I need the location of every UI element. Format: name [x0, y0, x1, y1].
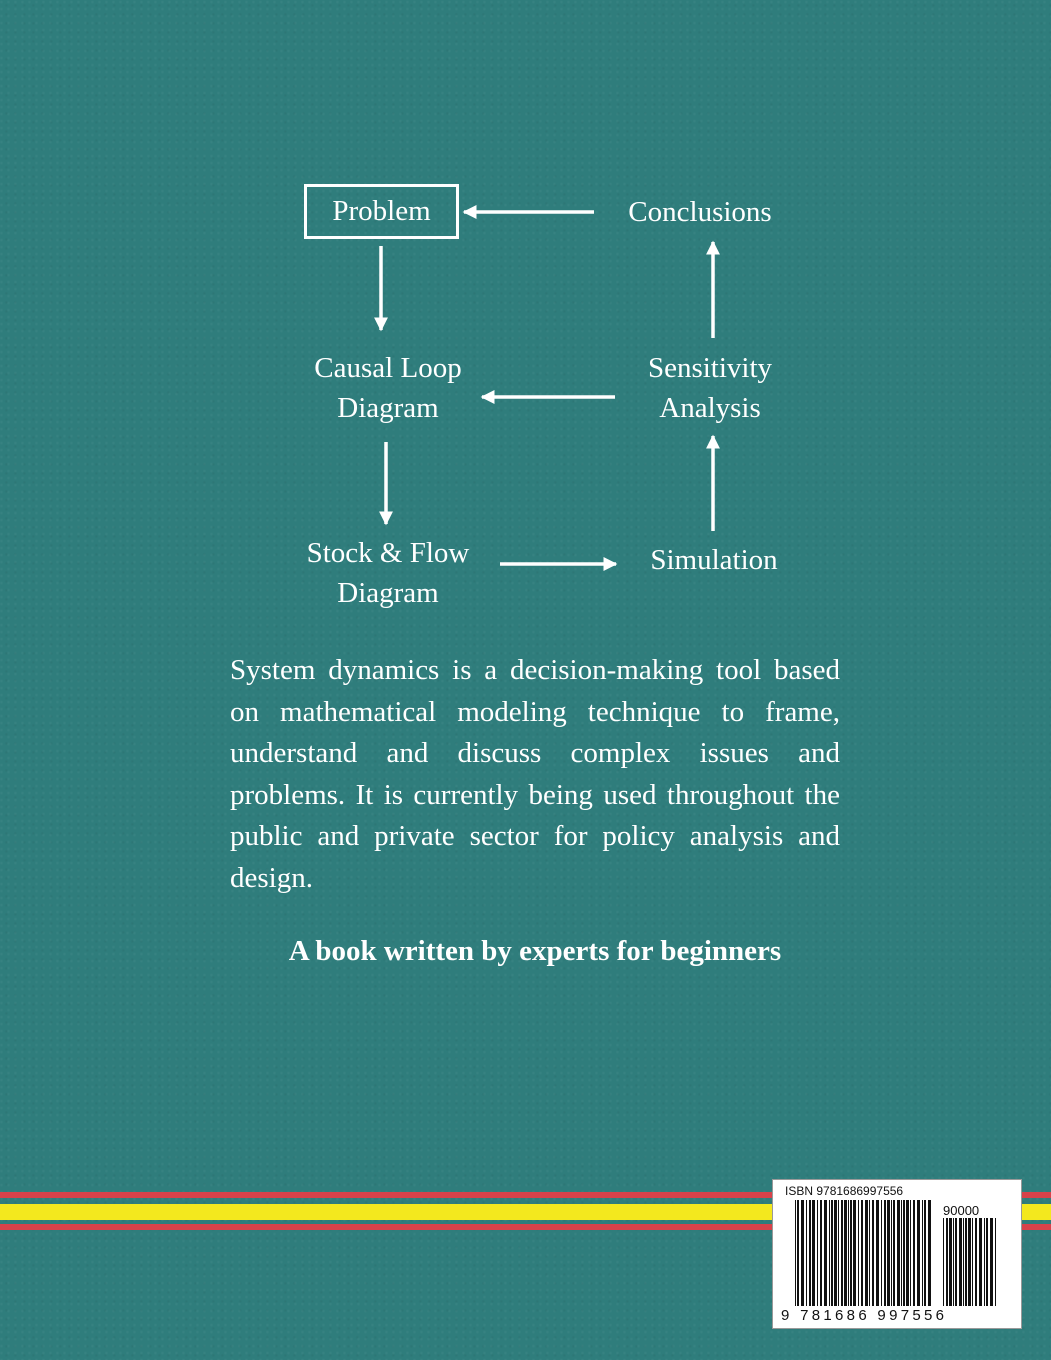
barcode-bar	[824, 1200, 827, 1306]
node-causal-loop-diagram: Causal Loop Diagram	[288, 348, 488, 428]
barcode-bar	[975, 1218, 977, 1306]
barcode-bar	[829, 1200, 830, 1306]
barcode-bar	[949, 1218, 952, 1306]
barcode-bar	[959, 1218, 962, 1306]
price-code: 90000	[943, 1203, 980, 1218]
barcode-bar	[968, 1218, 971, 1306]
barcode-bar	[838, 1200, 839, 1306]
barcode-bar	[953, 1218, 954, 1306]
isbn-label: ISBN 9781686997556	[785, 1184, 904, 1198]
barcode-bar	[928, 1200, 931, 1306]
node-stock-flow-diagram: Stock & Flow Diagram	[278, 533, 498, 613]
node-causal-loop-line-2: Diagram	[337, 392, 439, 424]
barcode-bar	[831, 1200, 833, 1306]
barcode-bar	[806, 1200, 807, 1306]
barcode-bar	[795, 1200, 796, 1306]
barcode-bar	[865, 1200, 868, 1306]
barcode-bar	[910, 1200, 911, 1306]
node-causal-loop-line-1: Causal Loop	[314, 352, 462, 384]
node-problem: Problem	[304, 184, 459, 239]
barcode-bar	[893, 1200, 895, 1306]
barcode-bar	[922, 1200, 923, 1306]
barcode-bar	[897, 1200, 900, 1306]
stripe-red-top	[0, 1192, 1051, 1198]
barcode-bar	[809, 1200, 811, 1306]
barcode-main-bars	[795, 1200, 931, 1306]
barcode-bar	[817, 1200, 818, 1306]
barcode-bar	[848, 1200, 849, 1306]
barcode-bar	[972, 1218, 973, 1306]
barcode-bar	[812, 1200, 815, 1306]
barcode-bar	[887, 1200, 890, 1306]
node-stock-flow-line-1: Stock & Flow	[306, 537, 470, 569]
barcode-bar	[858, 1200, 859, 1306]
barcode-bar	[891, 1200, 892, 1306]
barcode-bar	[861, 1200, 863, 1306]
barcode-bar	[924, 1200, 926, 1306]
isbn-digits: 9 781686 997556	[781, 1307, 948, 1324]
barcode-bar	[801, 1200, 804, 1306]
barcode-bar	[979, 1218, 982, 1306]
barcode-bar	[943, 1218, 944, 1306]
barcode-bar	[990, 1218, 993, 1306]
barcode-bar	[995, 1218, 996, 1306]
barcode-bar	[913, 1200, 915, 1306]
barcode-bar	[986, 1218, 988, 1306]
node-simulation: Simulation	[650, 544, 778, 576]
barcode-bar	[884, 1200, 886, 1306]
barcode-bar	[869, 1200, 870, 1306]
node-conclusions: Conclusions	[628, 196, 772, 228]
barcode-bar	[797, 1200, 799, 1306]
barcode-bar	[820, 1200, 822, 1306]
barcode-addon-bars	[943, 1218, 996, 1306]
diagram-arrows	[374, 205, 720, 571]
barcode-bar	[917, 1200, 920, 1306]
description-paragraph: System dynamics is a decision-making too…	[230, 654, 840, 894]
barcode-box: ISBN 9781686997556 90000 9 781686 997556	[772, 1179, 1022, 1329]
barcode-bar	[965, 1218, 967, 1306]
barcode-bar	[876, 1200, 879, 1306]
barcode-bar	[841, 1200, 843, 1306]
barcode-bar	[872, 1200, 874, 1306]
node-sensitivity-line-2: Analysis	[659, 392, 761, 424]
node-sensitivity-analysis: Sensitivity Analysis	[610, 348, 810, 428]
stripe-red-bottom	[0, 1224, 1051, 1230]
barcode-bar	[946, 1218, 948, 1306]
barcode-bar	[903, 1200, 905, 1306]
barcode-bar	[844, 1200, 847, 1306]
barcode-bar	[963, 1218, 964, 1306]
barcode-bar	[881, 1200, 882, 1306]
barcode-bar	[906, 1200, 909, 1306]
barcode-bar	[853, 1200, 856, 1306]
barcode-bar	[955, 1218, 957, 1306]
barcode-bar	[834, 1200, 837, 1306]
node-stock-flow-line-2: Diagram	[337, 577, 439, 609]
barcode-bar	[984, 1218, 985, 1306]
barcode-bar	[850, 1200, 852, 1306]
barcode-bar	[901, 1200, 902, 1306]
tagline: A book written by experts for beginners	[288, 935, 782, 967]
node-sensitivity-line-1: Sensitivity	[647, 352, 773, 384]
